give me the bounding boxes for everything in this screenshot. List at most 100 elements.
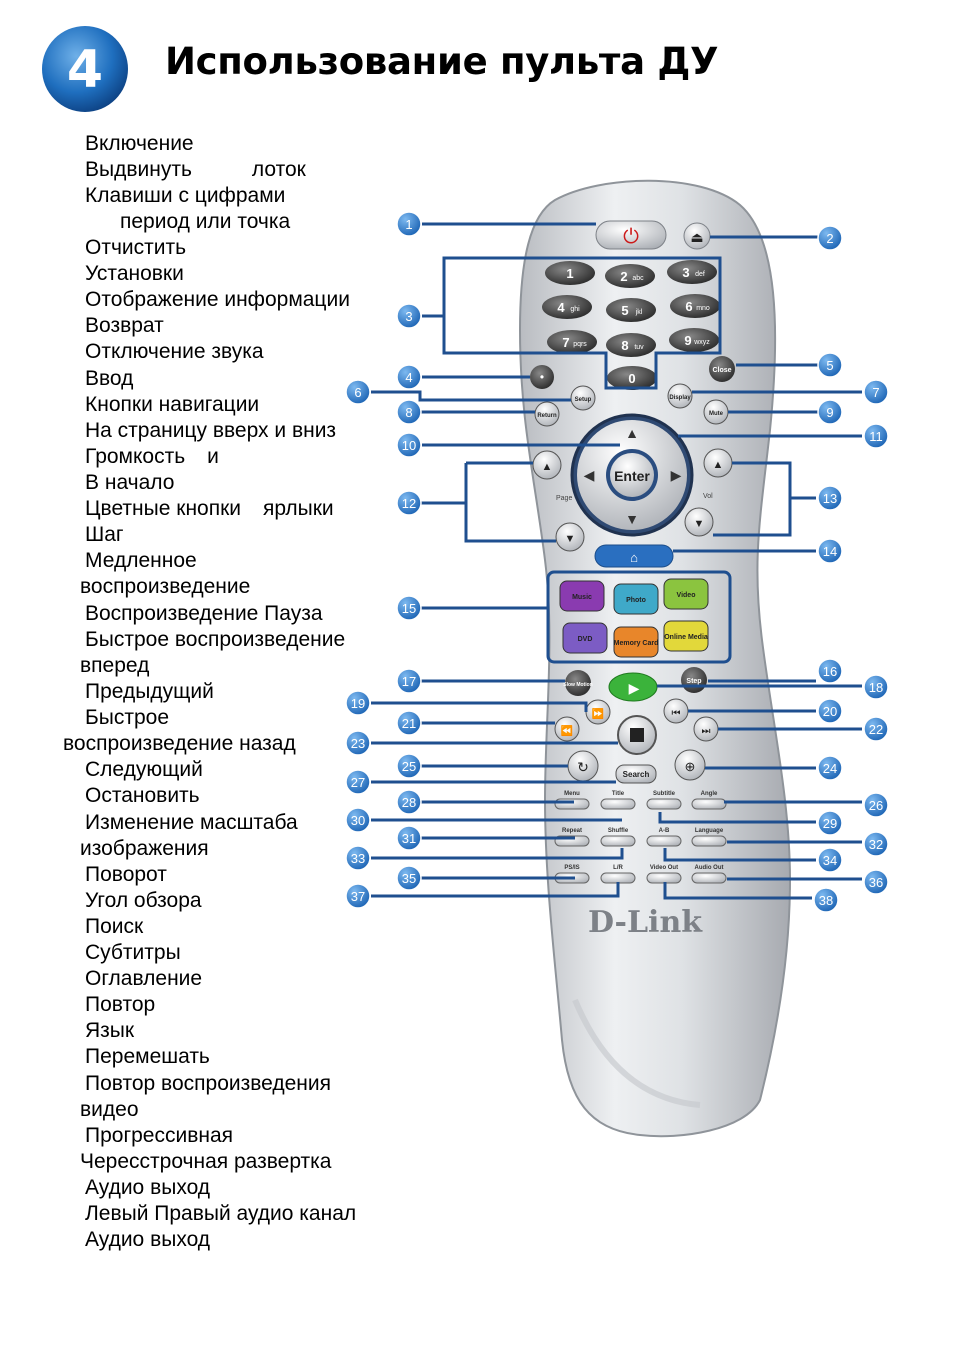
close-button[interactable]: Close	[709, 356, 735, 382]
legend-text: ярлыки	[263, 497, 334, 520]
legend-text: В начало	[85, 471, 175, 494]
legend-line: Чересстрочная развертка	[80, 1149, 332, 1175]
volume-up-button[interactable]: ▲	[703, 448, 733, 478]
legend-text: Кнопки навигации	[85, 393, 260, 416]
step-button[interactable]: Step	[681, 667, 707, 693]
legend-line: Поворот	[85, 862, 167, 888]
shortcut-button-online-media[interactable]: Online Media	[663, 620, 709, 652]
digit-letters: tuv	[634, 344, 644, 351]
callout-19: 19	[345, 690, 371, 716]
callout-number: 36	[869, 875, 883, 890]
setup-button[interactable]: Setup	[570, 385, 596, 411]
svg-text:Display: Display	[669, 395, 691, 401]
svg-text:▼: ▼	[694, 518, 705, 530]
legend-text: и	[207, 445, 219, 468]
nav-down-icon[interactable]: ▼	[625, 511, 639, 527]
function-label: A-B	[659, 828, 670, 834]
dot-button[interactable]: •	[530, 365, 554, 389]
volume-down-button[interactable]: ▼	[684, 507, 714, 537]
legend-text: Перемешать	[85, 1045, 210, 1068]
zoom-button[interactable]: ⊕	[674, 749, 706, 781]
shortcut-label: Photo	[626, 597, 646, 604]
rewind-button[interactable]: ⏪	[554, 716, 580, 742]
callout-number: 17	[402, 674, 416, 689]
legend-text: видео	[80, 1098, 139, 1121]
nav-right-icon[interactable]: ▶	[671, 467, 682, 483]
callout-13: 13	[817, 485, 843, 511]
function-button-language[interactable]: Language	[691, 828, 727, 847]
home-icon: ⌂	[630, 550, 638, 565]
callout-number: 8	[405, 405, 412, 420]
slow-motion-button[interactable]: Slow Motion	[563, 670, 593, 696]
svg-text:Return: Return	[537, 413, 557, 419]
legend-text: Выдвинуть	[85, 158, 192, 181]
home-button[interactable]: ⌂	[594, 544, 674, 568]
display-button[interactable]: Display	[667, 383, 693, 409]
legend-text: Медленное	[85, 549, 197, 572]
digit-8-button[interactable]: 8 tuv	[606, 333, 656, 357]
shortcut-button-music[interactable]: Music	[559, 580, 605, 612]
stop-button[interactable]	[617, 715, 657, 755]
previous-button[interactable]: ⏮	[663, 698, 689, 724]
navigation-pad[interactable]: Enter ▲ ▼ ◀ ▶	[570, 413, 694, 537]
eject-button[interactable]: ⏏	[683, 222, 711, 250]
legend-line: Шаг	[85, 522, 124, 548]
shortcut-button-photo[interactable]: Photo	[613, 583, 659, 615]
shortcut-button-video[interactable]: Video	[663, 578, 709, 610]
callout-26: 26	[863, 792, 889, 818]
digit-label: 9	[684, 333, 691, 348]
callout-17: 17	[396, 668, 422, 694]
callout-37: 37	[345, 883, 371, 909]
function-button-title[interactable]: Title	[600, 791, 636, 810]
search-button[interactable]: Search	[615, 764, 657, 784]
function-button-audio-out[interactable]: Audio Out	[691, 865, 727, 884]
digit-1-button[interactable]: 1	[545, 261, 595, 285]
rotate-button[interactable]: ↻	[567, 750, 599, 782]
return-button[interactable]: Return	[534, 401, 560, 427]
fast-forward-button[interactable]: ⏩	[585, 699, 611, 725]
digit-label: 8	[621, 338, 628, 353]
page-down-button[interactable]: ▼	[555, 522, 585, 552]
callout-36: 36	[863, 869, 889, 895]
callout-number: 12	[402, 496, 416, 511]
nav-left-icon[interactable]: ◀	[584, 467, 595, 483]
function-button-video-out[interactable]: Video Out	[646, 865, 682, 884]
legend-text: Клавиши с цифрами	[85, 184, 286, 207]
function-button-a-b[interactable]: A-B	[646, 828, 682, 847]
legend-line: Быстрое воспроизведение	[85, 627, 345, 653]
callout-11: 11	[863, 423, 889, 449]
function-button-angle[interactable]: Angle	[691, 791, 727, 810]
svg-text:0: 0	[628, 371, 635, 386]
legend-text: Оглавление	[85, 967, 203, 990]
function-button-subtitle[interactable]: Subtitle	[646, 791, 682, 810]
power-button[interactable]: ⏻	[595, 220, 667, 250]
shortcut-button-dvd[interactable]: DVD	[562, 622, 608, 654]
play-pause-button[interactable]: ▶	[608, 672, 658, 702]
callout-number: 20	[823, 704, 837, 719]
callout-number: 27	[351, 775, 365, 790]
callout-7: 7	[863, 379, 889, 405]
callout-20: 20	[817, 698, 843, 724]
function-button-shuffle[interactable]: Shuffle	[600, 828, 636, 847]
digit-0-button[interactable]: 0	[607, 366, 657, 390]
callout-25: 25	[396, 753, 422, 779]
nav-up-icon[interactable]: ▲	[625, 425, 639, 441]
callout-29: 29	[817, 810, 843, 836]
shortcut-button-memory-card[interactable]: Memory Card	[613, 626, 659, 658]
page-up-button[interactable]: ▲	[532, 450, 562, 480]
digit-label: 2	[620, 269, 627, 284]
mute-button[interactable]: Mute	[703, 399, 729, 425]
next-button[interactable]: ⏭	[693, 716, 719, 742]
digit-label: 7	[562, 335, 569, 350]
legend-line: Предыдущий	[85, 679, 214, 705]
